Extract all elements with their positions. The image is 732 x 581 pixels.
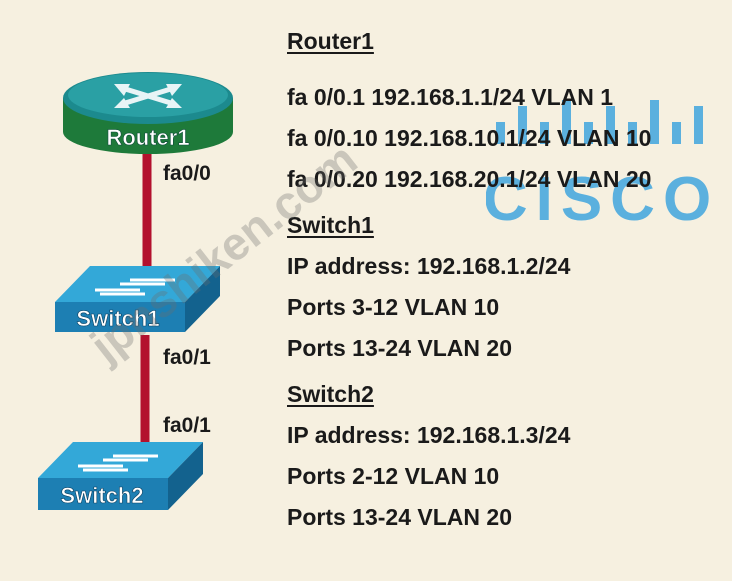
port-label-fa0-0: fa0/0 <box>163 162 211 185</box>
router1-info-line-2: fa 0/0.10 192.168.10.1/24 VLAN 10 <box>287 125 652 151</box>
switch1-info-title: Switch1 <box>287 212 374 238</box>
config-info: Router1 fa 0/0.1 192.168.1.1/24 VLAN 1 f… <box>287 30 651 529</box>
router-icon <box>63 72 233 154</box>
cisco-logo: CISCO <box>483 92 716 234</box>
router1-info-line-1: fa 0/0.1 192.168.1.1/24 VLAN 1 <box>287 84 614 110</box>
cisco-logo-icon: CISCO <box>483 100 716 234</box>
switch2-info-line-3: Ports 13-24 VLAN 20 <box>287 504 512 530</box>
port-label-fa0-1-lower: fa0/1 <box>163 414 211 437</box>
router1-info-line-3: fa 0/0.20 192.168.20.1/24 VLAN 20 <box>287 166 652 192</box>
switch2-label: Switch2 <box>60 483 143 508</box>
cisco-logo-text: CISCO <box>486 165 716 232</box>
router1-label: Router1 <box>106 125 189 150</box>
switch1-info: Switch1 IP address: 192.168.1.2/24 Ports… <box>287 214 651 360</box>
switch1-device[interactable]: Switch1 <box>55 266 220 332</box>
switch2-info-line-1: IP address: 192.168.1.3/24 <box>287 422 571 448</box>
router1-info-title: Router1 <box>287 28 374 54</box>
switch2-info-line-2: Ports 2-12 VLAN 10 <box>287 463 500 489</box>
port-label-fa0-1-upper: fa0/1 <box>163 346 211 369</box>
switch1-info-line-1: IP address: 192.168.1.2/24 <box>287 253 571 279</box>
router1-device[interactable]: Router1 <box>63 72 233 154</box>
switch1-info-line-3: Ports 13-24 VLAN 20 <box>287 335 512 361</box>
switch1-label: Switch1 <box>76 306 159 331</box>
switch-icon <box>38 442 203 510</box>
switch2-info-title: Switch2 <box>287 381 374 407</box>
switch2-info: Switch2 IP address: 192.168.1.3/24 Ports… <box>287 383 651 529</box>
switch1-info-line-2: Ports 3-12 VLAN 10 <box>287 294 500 320</box>
switch-icon <box>55 266 220 332</box>
switch2-device[interactable]: Switch2 <box>38 442 203 510</box>
router1-info: Router1 fa 0/0.1 192.168.1.1/24 VLAN 1 f… <box>287 30 651 191</box>
